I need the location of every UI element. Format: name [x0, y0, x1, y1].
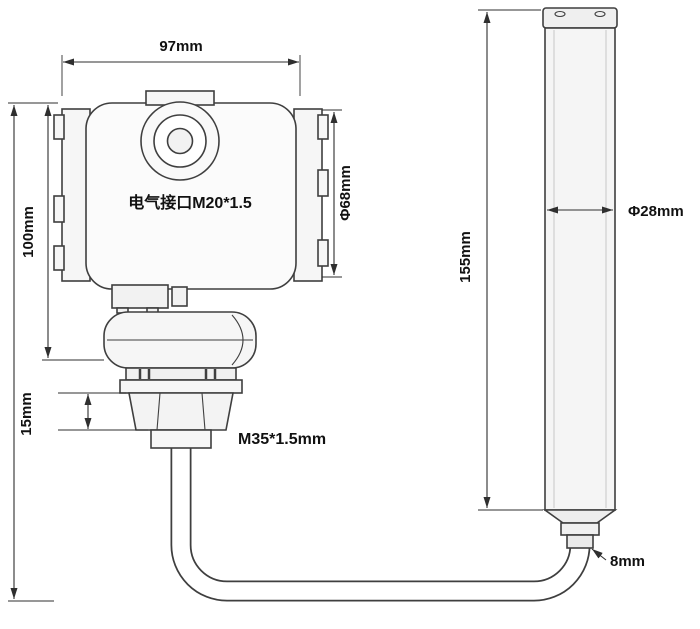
left-cap-rib	[53, 114, 65, 140]
cable-entry-port-inner	[166, 127, 194, 155]
leader-line	[591, 548, 607, 561]
dim-cable-diameter: 8mm	[591, 548, 645, 570]
dim-label-cable-diameter: 8mm	[610, 553, 645, 570]
probe-cap-hole	[594, 10, 606, 18]
nut-facet	[201, 392, 206, 431]
probe-cable-gland-tip	[566, 534, 594, 549]
left-cap-rib	[53, 195, 65, 223]
dim-probe-length: 155mm	[457, 9, 543, 511]
cable-outline	[170, 448, 591, 602]
thread-size-label: M35*1.5mm	[238, 431, 326, 448]
hex-nut	[128, 392, 234, 431]
probe	[542, 7, 618, 549]
dim-housing-diameter: Φ68mm	[322, 109, 354, 278]
thread-stub	[150, 429, 212, 449]
dim-housing-width: 97mm	[61, 38, 301, 96]
right-cap-rib	[317, 169, 329, 197]
right-cap-rib	[317, 239, 329, 267]
bracket-block	[171, 286, 188, 307]
transmitter-housing	[53, 90, 329, 449]
dim-housing-height: 100mm	[20, 105, 104, 361]
probe-body	[544, 27, 616, 511]
cable-core	[172, 448, 589, 600]
flange-plate-lower	[119, 379, 243, 394]
left-cap-rib	[53, 245, 65, 271]
cable	[170, 448, 591, 602]
electrical-port-label: 电气接口M20*1.5	[128, 193, 252, 212]
dim-label-probe-length: 155mm	[457, 231, 474, 283]
probe-top-cap	[542, 7, 618, 29]
probe-cable-gland	[560, 522, 600, 536]
dim-label-housing-height: 100mm	[20, 206, 37, 258]
dim-overall-height	[8, 102, 58, 602]
probe-cap-hole	[554, 10, 566, 18]
probe-bottom-taper	[542, 509, 618, 524]
dim-flange-thickness: 15mm	[18, 392, 148, 436]
dim-label-housing-diameter: Φ68mm	[337, 165, 354, 221]
block-curve	[231, 314, 244, 366]
dim-label-probe-diameter: Φ28mm	[628, 203, 684, 220]
dim-label-flange-thickness: 15mm	[18, 392, 35, 435]
nut-facet	[156, 392, 161, 431]
dim-probe-diameter: Φ28mm	[547, 203, 684, 220]
dim-label-housing-width: 97mm	[159, 38, 202, 55]
terminal-bracket	[111, 284, 169, 309]
flange-plate-upper	[125, 367, 237, 381]
right-cap-rib	[317, 114, 329, 140]
